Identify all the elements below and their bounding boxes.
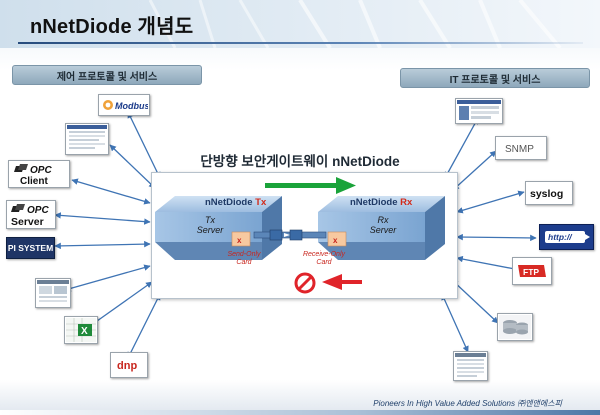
- tx-server-line1: Tx: [205, 215, 215, 225]
- footer-text: Pioneers In High Value Added Solutions ㈜…: [373, 399, 562, 408]
- red-blocked-arrow: [294, 272, 362, 294]
- pi-system-label: PI SYSTEM: [7, 243, 54, 253]
- arrow-http: [456, 233, 537, 242]
- tx-title-suffix: Tx: [255, 197, 267, 208]
- dnp-icon: dnp: [110, 352, 148, 378]
- arrow-ftp: [456, 255, 521, 273]
- ftp-label: FTP: [523, 267, 539, 277]
- svg-text:x: x: [237, 236, 242, 245]
- snmp-label: SNMP: [505, 144, 534, 155]
- tx-server-line2: Server: [196, 225, 224, 235]
- pi-system-icon: PI SYSTEM: [6, 237, 55, 259]
- title-decoration: [0, 0, 600, 48]
- excel-icon: X: [64, 316, 98, 344]
- receive-card-line2: Card: [316, 259, 332, 266]
- svg-text:x: x: [333, 236, 338, 245]
- footer-rule: [0, 410, 600, 415]
- arrow-syslog: [456, 190, 525, 214]
- modbus-label: Modbus: [115, 101, 148, 111]
- opc-client-label1: OPC: [30, 165, 52, 176]
- tx-title: nNetDiode Tx: [205, 197, 266, 208]
- snmp-icon: SNMP: [495, 136, 547, 160]
- arrow-dnp: [127, 293, 161, 359]
- arrow-left-screenshot2: [64, 264, 151, 292]
- send-card-line1: Send-Only: [227, 251, 261, 258]
- modbus-icon: Modbus: [98, 94, 150, 116]
- arrow-right-screenshot2: [441, 293, 469, 353]
- right-screenshot-icon: [455, 98, 503, 124]
- rx-title-label: nNetDiode: [350, 197, 398, 208]
- excel-label: X: [81, 326, 88, 337]
- dnp-label: dnp: [117, 360, 137, 372]
- tx-title-label: nNetDiode: [205, 197, 253, 208]
- title-underline: [18, 42, 583, 44]
- send-card-line2: Card: [236, 259, 252, 266]
- syslog-label: syslog: [530, 188, 563, 200]
- arrow-opc-server: [54, 212, 151, 225]
- send-card: x: [231, 231, 251, 247]
- arrow-excel: [89, 281, 153, 327]
- page-title: nNetDiode 개념도: [30, 16, 194, 38]
- arrow-pi-system: [54, 240, 151, 250]
- arrow-right-screenshot: [444, 117, 479, 179]
- rx-title: nNetDiode Rx: [350, 197, 412, 208]
- rx-server-line1: Rx: [377, 215, 389, 225]
- receive-card-line1: Receive-Only: [302, 251, 345, 258]
- rx-server-label: Rx Server: [358, 215, 408, 235]
- arrow-database: [451, 279, 499, 324]
- opc-server-label2: Server: [11, 216, 44, 227]
- opc-server-icon: OPC Server: [6, 200, 56, 229]
- left-screenshot-icon: [65, 123, 109, 155]
- http-label: http://: [548, 232, 573, 242]
- opc-client-icon: OPC Client: [8, 160, 70, 188]
- opc-server-label1: OPC: [27, 205, 49, 216]
- center-title: 단방향 보안게이트웨이 nNetDiode: [200, 154, 400, 169]
- left-screenshot2-icon: [35, 278, 71, 308]
- ftp-icon: FTP: [512, 257, 552, 285]
- rx-title-suffix: Rx: [400, 197, 413, 208]
- opc-client-label2: Client: [20, 176, 48, 186]
- database-icon: [497, 313, 533, 341]
- receive-card-label: Receive-Only Card: [292, 251, 356, 267]
- right-screenshot2-icon: [453, 351, 488, 381]
- syslog-icon: syslog: [525, 181, 573, 205]
- left-section-header: 제어 프로토콜 및 서비스: [12, 65, 202, 85]
- rx-server-line2: Server: [369, 225, 397, 235]
- receive-card: x: [327, 231, 347, 247]
- arrow-snmp: [452, 150, 497, 191]
- tx-server-label: Tx Server: [185, 215, 235, 235]
- arrow-opc-client: [71, 178, 151, 205]
- send-card-label: Send-Only Card: [216, 251, 272, 267]
- http-icon: http://: [539, 224, 594, 250]
- diode-link: [253, 229, 327, 241]
- right-section-header: IT 프로토콜 및 서비스: [400, 68, 590, 88]
- green-forward-arrow: [265, 177, 356, 194]
